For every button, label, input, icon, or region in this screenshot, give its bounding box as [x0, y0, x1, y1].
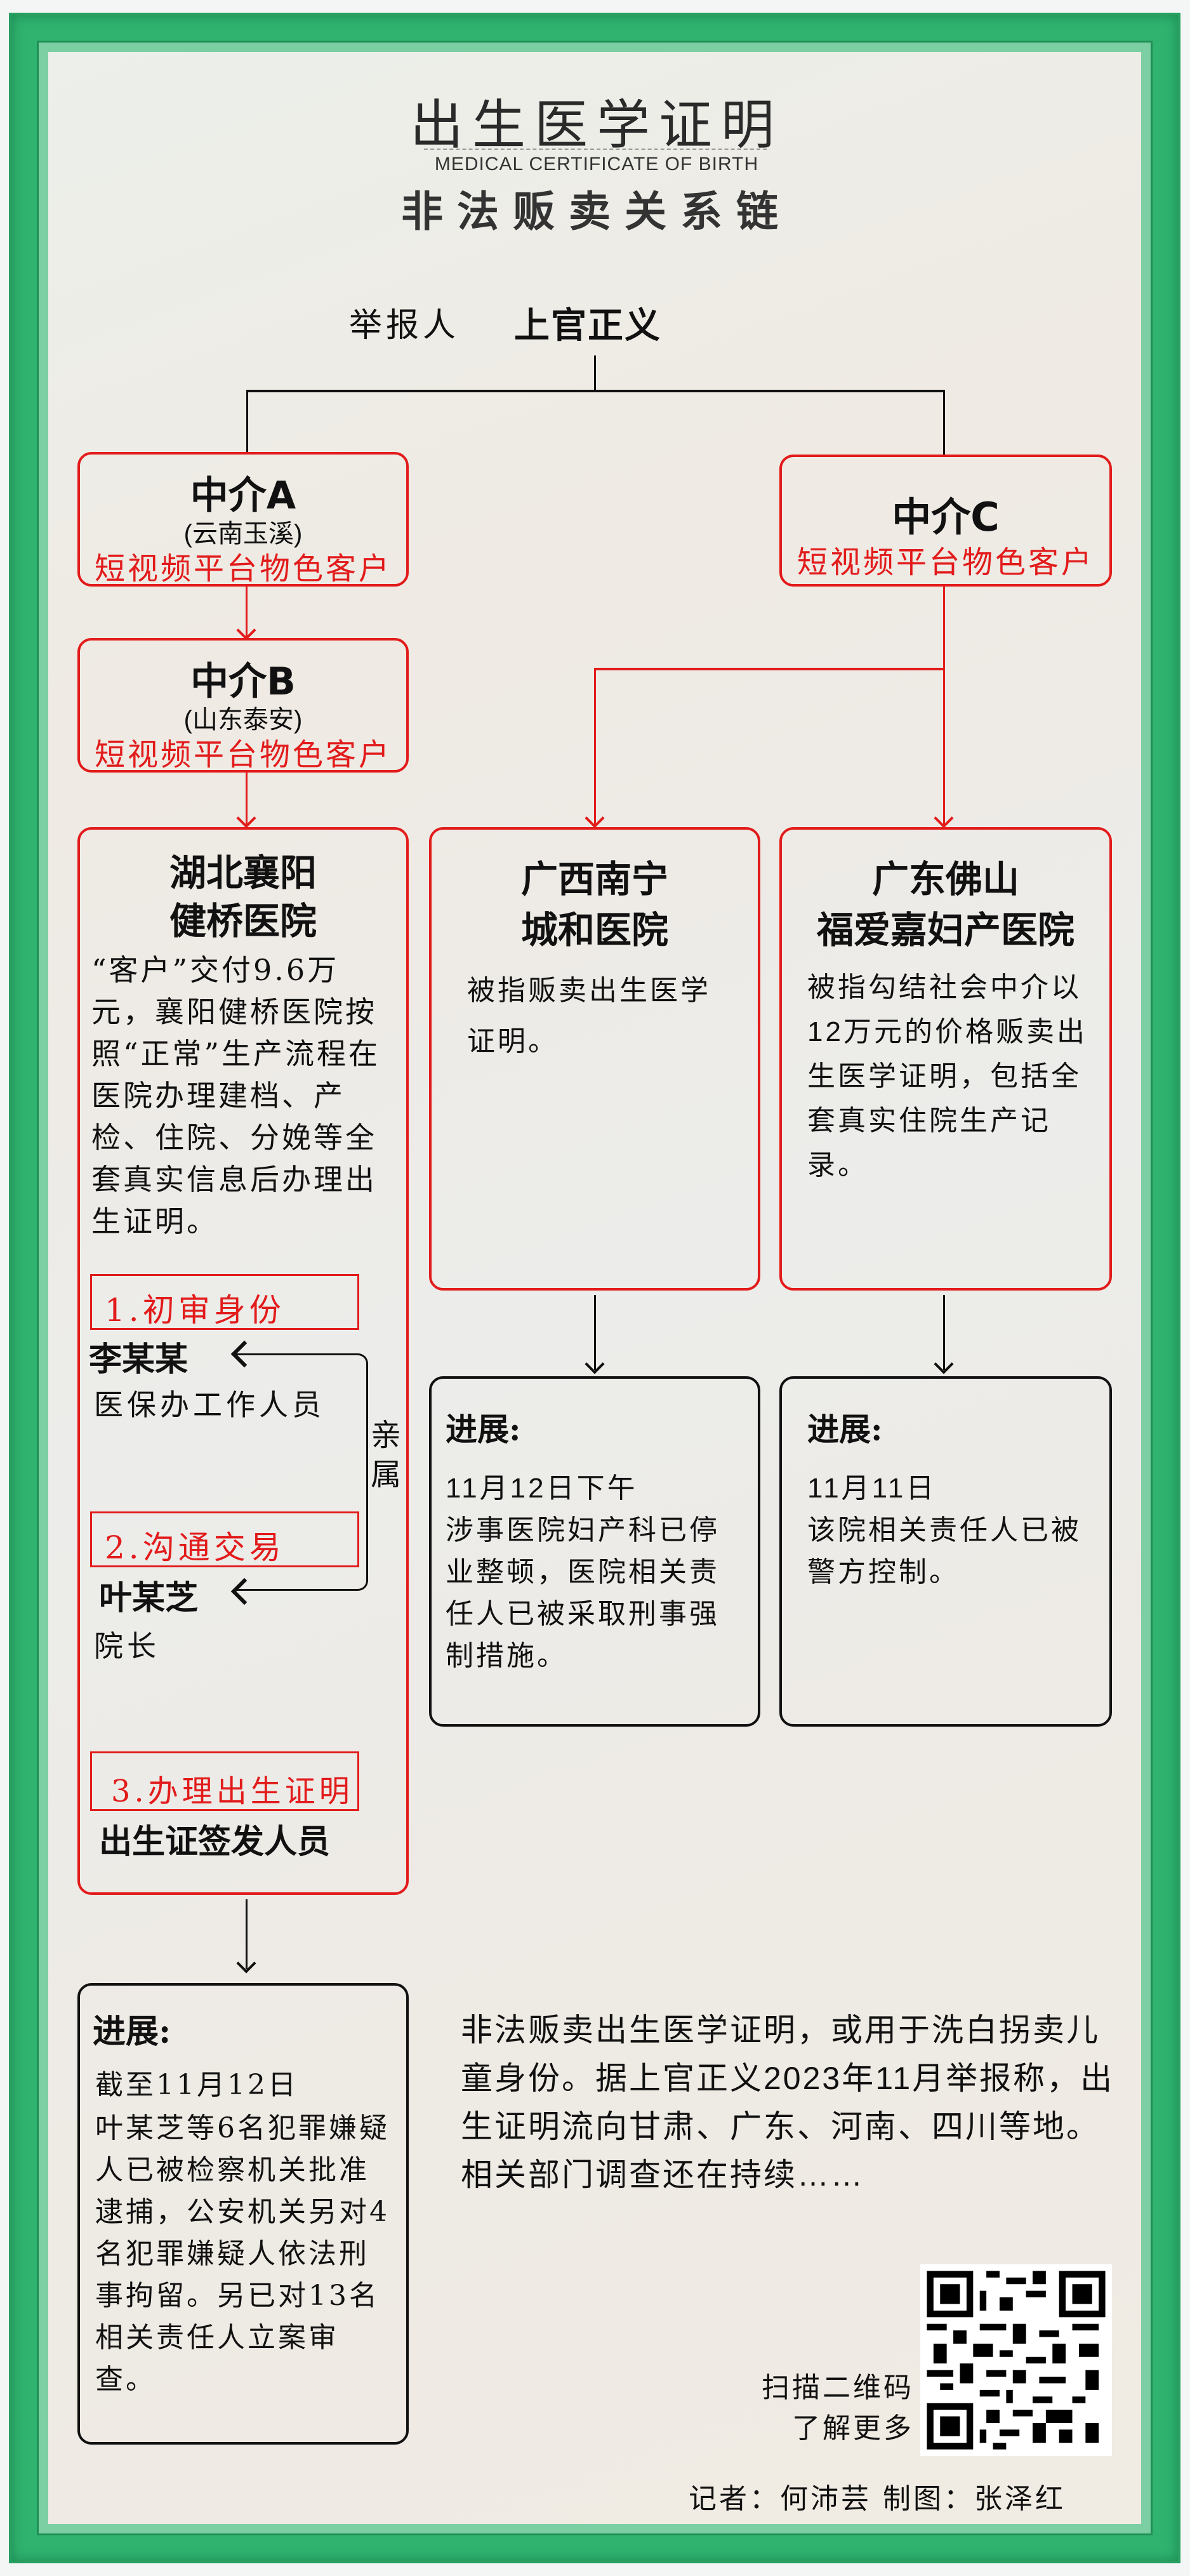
step-2-label: 2.沟通交易 [105, 1529, 285, 1566]
reporter-name: 上官正义 [514, 305, 661, 347]
intermediary-a-box: 中介A (云南玉溪) 短视频平台物色客户 [77, 452, 409, 587]
title-cn: 出生医学证明 [409, 94, 783, 156]
intermediary-b-box: 中介B (山东泰安) 短视频平台物色客户 [77, 638, 409, 773]
step-2-role: 院长 [94, 1629, 160, 1663]
relation-bracket [234, 1353, 368, 1591]
hospital-name-line1: 湖北襄阳 [169, 851, 317, 894]
intermediary-c-box: 中介C 短视频平台物色客户 [779, 455, 1112, 587]
step-3-box: 3.办理出生证明 [90, 1751, 359, 1811]
connector [594, 668, 945, 670]
hospital-foshan-box: 广东佛山 福爱嘉妇产医院 被指勾结社会中介以12万元的价格贩卖出生医学证明，包括… [779, 827, 1112, 1291]
hospital-nanning-name: 广西南宁 城和医院 [432, 854, 758, 955]
connector [943, 587, 945, 825]
hospital-xiangyang-description: “客户”交付9.6万元，襄阳健桥医院按照“正常”生产流程在医院办理建档、产检、住… [91, 953, 381, 1238]
intermediary-b-note: 短视频平台物色客户 [94, 737, 392, 773]
step-3-person: 出生证签发人员 [99, 1823, 331, 1861]
progress-date: 11月12日下午 [446, 1473, 638, 1504]
intermediary-c-note: 短视频平台物色客户 [797, 545, 1094, 580]
arrow-b-to-xiangyang [246, 773, 248, 826]
hospital-name-line1: 广西南宁 [520, 858, 668, 901]
progress-label: 进展: [93, 2012, 171, 2051]
hospital-xiangyang-box: 湖北襄阳 健桥医院 “客户”交付9.6万元，襄阳健桥医院按照“正常”生产流程在医… [77, 827, 409, 1895]
step-2-person: 叶某芝 [99, 1579, 199, 1617]
summary-text: 非法贩卖出生医学证明，或用于洗白拐卖儿童身份。据上官正义2023年11月举报称，… [461, 2012, 1114, 2193]
title-divider [424, 149, 767, 152]
progress-text: 该院相关责任人已被警方控制。 [807, 1515, 1081, 1588]
connector [246, 390, 248, 453]
step-1-role: 医保办工作人员 [94, 1388, 325, 1422]
qr-caption: 扫描二维码 了解更多 [724, 2368, 914, 2449]
credits: 记者：何沛芸 制图：张泽红 [689, 2483, 1066, 2515]
progress-text: 涉事医院妇产科已停业整顿，医院相关责任人已被采取刑事强制措施。 [446, 1515, 720, 1671]
title-en: MEDICAL CERTIFICATE OF BIRTH [434, 154, 759, 175]
arrow-nanning-to-progress [594, 1295, 596, 1370]
intermediary-a-note: 短视频平台物色客户 [94, 551, 392, 587]
intermediary-b-location: (山东泰安) [183, 706, 303, 734]
step-1-person: 李某某 [89, 1341, 188, 1379]
arrow-xiangyang-to-progress [246, 1899, 248, 1969]
qr-caption-line2: 了解更多 [792, 2412, 914, 2445]
connector [246, 390, 944, 392]
hospital-foshan-name: 广东佛山 福爱嘉妇产医院 [782, 854, 1109, 955]
progress-xiangyang-box: 进展: 截至11月12日 叶某芝等6名犯罪嫌疑人已被检察机关批准逮捕，公安机关另… [77, 1983, 409, 2445]
page-subtitle: 非法贩卖关系链 [401, 187, 792, 236]
hospital-foshan-description: 被指勾结社会中介以12万元的价格贩卖出生医学证明，包括全套真实住院生产记录。 [807, 972, 1087, 1181]
qr-code-icon[interactable] [920, 2264, 1112, 2456]
hospital-name-line2: 城和医院 [520, 908, 668, 952]
step-1-label: 1.初审身份 [105, 1292, 285, 1329]
intermediary-b-name: 中介B [190, 660, 296, 704]
hospital-nanning-description: 被指贩卖出生医学证明。 [467, 975, 711, 1057]
progress-date: 11月11日 [807, 1473, 937, 1504]
arrow-foshan-to-progress [943, 1295, 945, 1370]
reporter-label: 举报人 [349, 307, 460, 345]
connector [594, 668, 596, 825]
intermediary-c-name: 中介C [892, 494, 1000, 540]
qr-caption-line1: 扫描二维码 [762, 2372, 914, 2404]
intermediary-a-location: (云南玉溪) [183, 520, 303, 548]
progress-label: 进展: [807, 1411, 883, 1448]
hospital-name-line2: 福爱嘉妇产医院 [816, 908, 1074, 952]
connector [943, 390, 945, 456]
progress-date: 截至11月12日 [95, 2069, 298, 2101]
step-2-box: 2.沟通交易 [90, 1511, 359, 1567]
progress-text: 叶某芝等6名犯罪嫌疑人已被检察机关批准逮捕，公安机关另对4名犯罪嫌疑人依法刑事拘… [95, 2112, 390, 2396]
hospital-xiangyang-name: 湖北襄阳 健桥医院 [80, 849, 406, 945]
connector [594, 355, 596, 390]
hospital-nanning-box: 广西南宁 城和医院 被指贩卖出生医学证明。 [429, 827, 760, 1291]
progress-label: 进展: [446, 1411, 521, 1448]
qr-code-pattern [920, 2264, 1112, 2456]
arrow-a-to-b [246, 587, 248, 637]
intermediary-a-name: 中介A [190, 474, 296, 518]
hospital-name-line1: 广东佛山 [871, 858, 1019, 901]
progress-nanning-box: 进展: 11月12日下午 涉事医院妇产科已停业整顿，医院相关责任人已被采取刑事强… [429, 1376, 760, 1727]
step-3-label: 3.办理出生证明 [111, 1774, 354, 1809]
hospital-name-line2: 健桥医院 [169, 900, 317, 943]
step-1-box: 1.初审身份 [90, 1274, 359, 1330]
relation-label: 亲属 [371, 1417, 402, 1492]
progress-foshan-box: 进展: 11月11日 该院相关责任人已被警方控制。 [779, 1376, 1112, 1727]
